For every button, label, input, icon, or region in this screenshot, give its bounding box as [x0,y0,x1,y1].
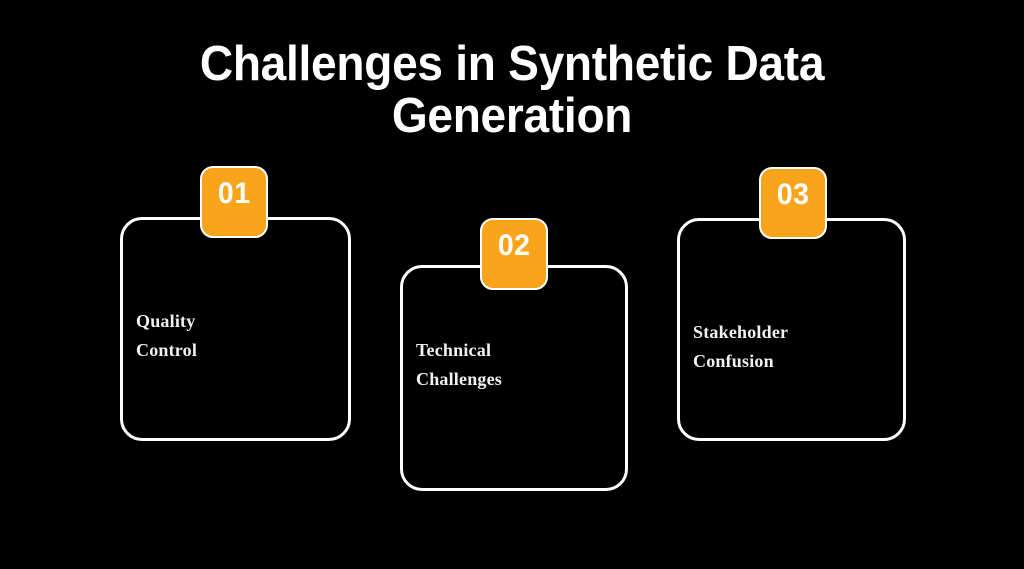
card-label-3: Stakeholder Confusion [677,318,788,376]
card-number-text-3: 03 [776,178,810,211]
card-number-badge-2: 02 [480,218,548,290]
card-outline-1 [120,217,351,441]
card-label-1: Quality Control [120,307,197,365]
page-title: Challenges in Synthetic Data Generation [62,38,962,142]
page-title-line-1: Challenges in Synthetic Data [199,37,825,91]
card-outline-3 [677,218,906,441]
card-number-badge-1: 01 [200,166,268,238]
page-title-line-2: Generation [391,89,633,143]
card-outline-2 [400,265,628,491]
card-number-text-1: 01 [217,177,251,210]
card-number-badge-3: 03 [759,167,827,239]
card-number-text-2: 02 [497,229,531,262]
card-label-2: Technical Challenges [400,336,502,394]
